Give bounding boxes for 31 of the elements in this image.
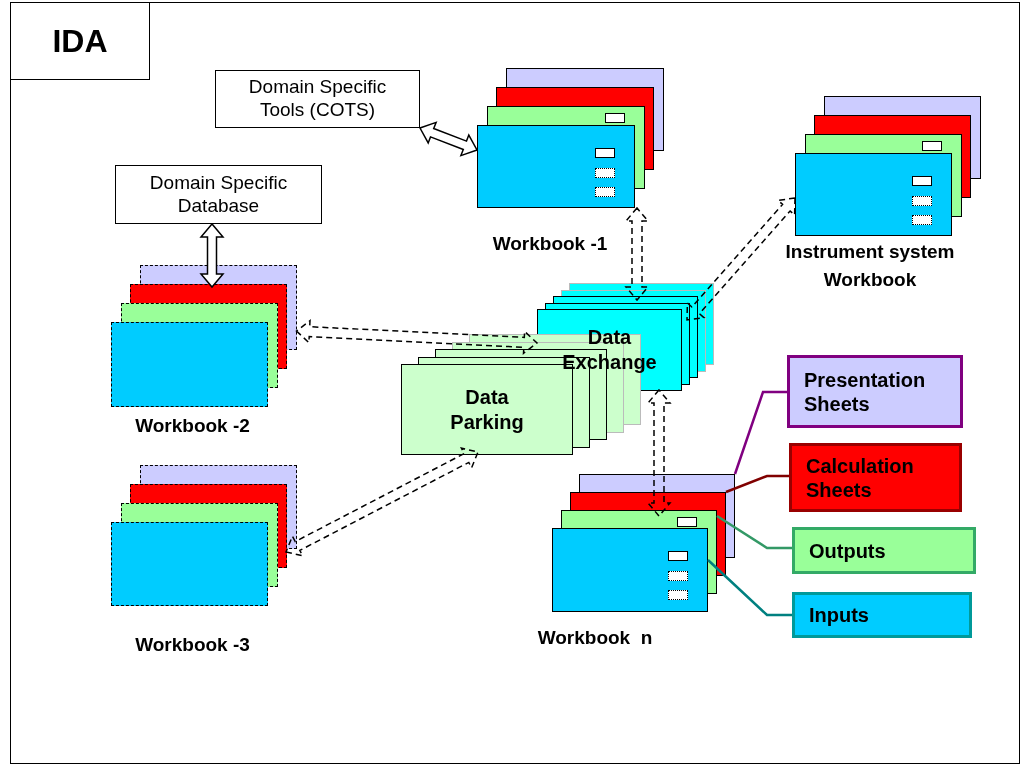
box-label: Presentation Sheets <box>804 367 927 416</box>
legend-box <box>789 443 962 512</box>
pile-label: Data Parking <box>449 384 525 435</box>
double-arrow <box>284 447 480 557</box>
double-arrow <box>624 206 650 302</box>
double-arrow <box>295 319 539 355</box>
workbook-label: Workbook n <box>536 626 654 650</box>
workbook-label: Workbook -1 <box>491 232 609 256</box>
workbook-label: Workbook -3 <box>134 633 251 657</box>
leader-line <box>707 559 792 617</box>
leader-line <box>716 514 792 550</box>
text-box <box>215 70 420 128</box>
leader-line <box>725 474 789 494</box>
leader-line <box>733 390 787 475</box>
legend-box <box>792 527 976 574</box>
title: IDA <box>10 2 150 80</box>
workbook-label: Workbook -2 <box>134 414 251 438</box>
sheet <box>552 528 708 612</box>
box-label: Outputs <box>809 538 886 563</box>
legend-box <box>787 355 963 428</box>
double-arrow <box>199 222 225 289</box>
double-arrow <box>646 388 672 518</box>
box-label: Domain Specific Database <box>148 171 289 218</box>
text-box <box>115 165 322 224</box>
double-arrow <box>686 197 796 321</box>
double-arrow <box>418 121 479 157</box>
box-label: Calculation Sheets <box>806 453 915 502</box>
box-label: Inputs <box>809 603 869 627</box>
legend-box <box>792 592 972 638</box>
box-label: Domain Specific Tools (COTS) <box>247 76 388 122</box>
workbook-label: Instrument system Workbook <box>784 240 956 292</box>
